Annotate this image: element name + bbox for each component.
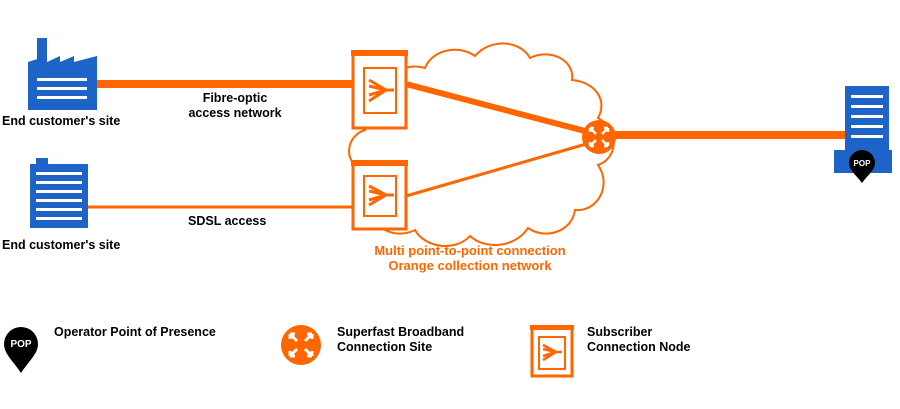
legend-node-label: Subscriber Connection Node xyxy=(587,325,690,355)
fibre-link-label: Fibre-optic access network xyxy=(170,91,300,121)
sdsl-link-label: SDSL access xyxy=(188,214,267,228)
legend-subscriber-node-icon xyxy=(530,325,574,378)
fibre-label-line2: access network xyxy=(188,106,282,120)
factory-icon xyxy=(28,38,97,110)
legend-connection-site-label: Superfast Broadband Connection Site xyxy=(337,325,464,355)
bottom-site-label: End customer's site xyxy=(2,238,121,252)
network-caption-line1: Multi point-to-point connection xyxy=(374,243,566,258)
top-site-label: End customer's site xyxy=(2,114,121,128)
node-to-site-thin-link xyxy=(405,138,601,198)
legend-node-line2: Connection Node xyxy=(587,340,691,354)
legend-connection-site-line1: Superfast Broadband xyxy=(337,325,465,339)
fibre-label-line1: Fibre-optic xyxy=(202,91,268,105)
network-caption: Multi point-to-point connection Orange c… xyxy=(330,243,610,273)
legend-pop-badge: POP xyxy=(10,339,31,350)
pop-marker-text: POP xyxy=(854,159,872,168)
legend-pop-icon: POP xyxy=(4,327,38,373)
office-building-icon xyxy=(30,158,88,228)
connection-site-icon xyxy=(582,120,616,154)
subscriber-node-icon xyxy=(351,160,408,231)
legend-pop-label: Operator Point of Presence xyxy=(54,325,216,339)
node-to-site-thick-link xyxy=(405,81,601,138)
pop-marker-icon: POP xyxy=(849,150,875,183)
legend-connection-site-icon xyxy=(281,325,321,365)
legend-connection-site-line2: Connection Site xyxy=(337,340,433,354)
network-caption-line2: Orange collection network xyxy=(388,258,552,273)
legend-node-line1: Subscriber xyxy=(587,325,653,339)
subscriber-node-icon xyxy=(351,50,408,130)
